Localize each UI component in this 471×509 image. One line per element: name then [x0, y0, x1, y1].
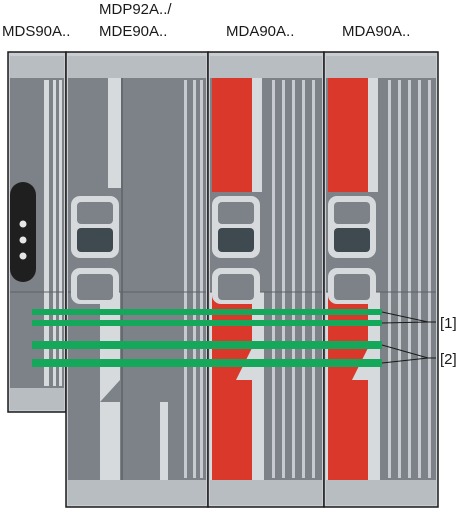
busbar [32, 320, 382, 326]
led-icon [19, 220, 27, 228]
label-mds: MDS90A.. [2, 23, 70, 40]
busbar [32, 359, 382, 367]
callout-1-leaders [381, 311, 436, 324]
callout-2-leaders [381, 344, 436, 364]
module-mda-2 [323, 51, 439, 508]
module-mds [7, 51, 67, 413]
label-mdp-line2: MDE90A.. [99, 23, 167, 40]
busbar [32, 309, 382, 315]
led-icon [19, 252, 27, 260]
busbar-group-1 [32, 309, 382, 326]
busbar-group-2 [32, 341, 382, 367]
busbar [32, 341, 382, 349]
callout-label-1: [1] [440, 315, 457, 332]
led-icon [19, 236, 27, 244]
callout-label-2: [2] [440, 351, 457, 368]
status-display-icon [10, 182, 36, 282]
label-mdp-line1: MDP92A../ [99, 1, 172, 18]
label-mda-2: MDA90A.. [342, 23, 410, 40]
label-mda-1: MDA90A.. [226, 23, 294, 40]
module-mda-1 [207, 51, 325, 508]
module-mdp [65, 51, 209, 508]
